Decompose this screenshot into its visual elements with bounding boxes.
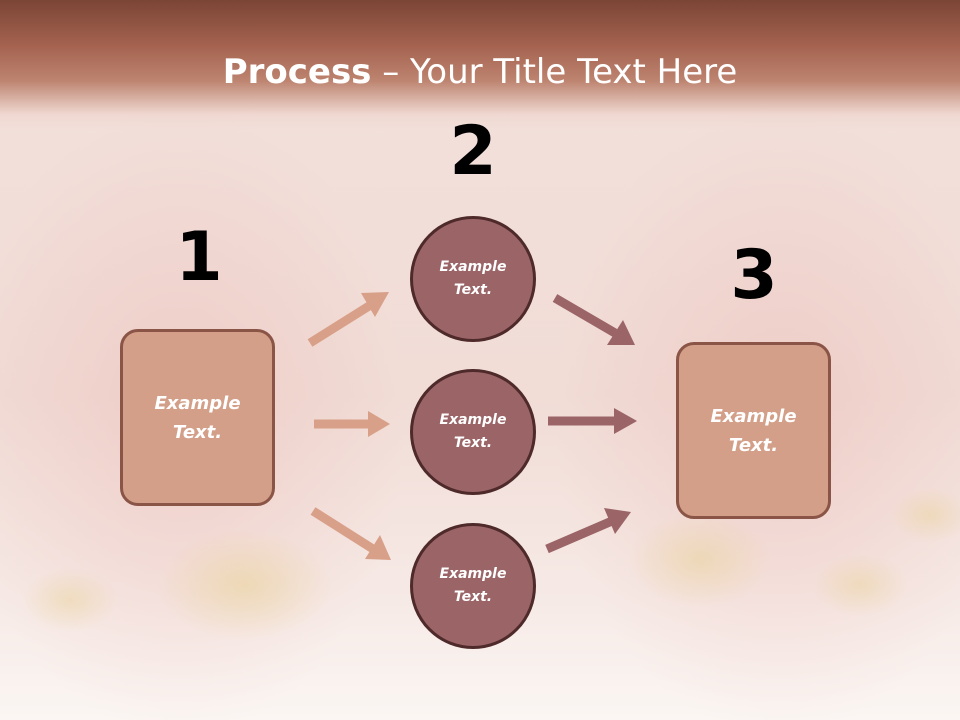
arrow-right-top <box>552 294 635 345</box>
step-1-box: Example Text. <box>120 329 275 506</box>
header-band <box>0 0 960 130</box>
arrow-left-middle <box>314 411 390 437</box>
arrow-right-middle <box>548 408 637 434</box>
arrow-right-bottom <box>545 508 631 554</box>
circle-top: Example Text. <box>410 216 536 342</box>
title-bold: Process <box>222 52 372 92</box>
circle-top-label: Example Text. <box>439 259 507 298</box>
step-number-1: 1 <box>175 218 223 297</box>
step-1-label: Example Text. <box>154 392 241 443</box>
step-3-label: Example Text. <box>710 405 797 456</box>
step-3-box: Example Text. <box>676 342 831 519</box>
step-number-2: 2 <box>449 112 497 191</box>
circle-bottom-label: Example Text. <box>439 566 507 605</box>
circle-middle-label: Example Text. <box>439 412 507 451</box>
circle-bottom: Example Text. <box>410 523 536 649</box>
title-rest: – Your Title Text Here <box>371 52 738 92</box>
arrow-left-bottom <box>310 507 391 560</box>
step-number-3: 3 <box>730 236 778 315</box>
circle-middle: Example Text. <box>410 369 536 495</box>
arrow-left-top <box>307 292 389 347</box>
slide-title: Process – Your Title Text Here <box>0 52 960 92</box>
